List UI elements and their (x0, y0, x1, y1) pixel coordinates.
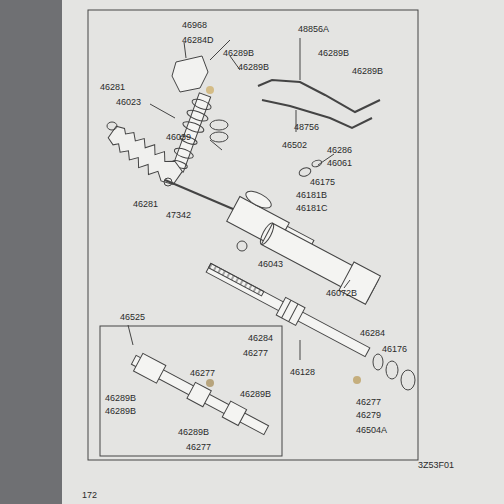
callout-number: 46289B (178, 427, 209, 437)
callout-number: 48756 (294, 122, 319, 132)
callout-number: 46072B (326, 288, 357, 298)
callout-number: 46284 (360, 328, 385, 338)
callout-number: 46023 (116, 97, 141, 107)
callout-number: 172 (82, 490, 97, 500)
callout-number: 46039 (166, 132, 191, 142)
callout-number: 46284 (248, 333, 273, 343)
callout-number: 46043 (258, 259, 283, 269)
callout-number: 46279 (356, 410, 381, 420)
callout-number: 46289B (105, 393, 136, 403)
callout-number: 46281 (100, 82, 125, 92)
callout-number: 46504A (356, 425, 387, 435)
callout-number: 46289B (318, 48, 349, 58)
callout-number: 46289B (105, 406, 136, 416)
callout-number: 46277 (243, 348, 268, 358)
callout-number: 46968 (182, 20, 207, 30)
callout-number: 47342 (166, 210, 191, 220)
callout-number: 46128 (290, 367, 315, 377)
callout-number: 46277 (190, 368, 215, 378)
callout-number: 46176 (382, 344, 407, 354)
callout-number: 46286 (327, 145, 352, 155)
callout-number: 46277 (186, 442, 211, 452)
callout-number: 46175 (310, 177, 335, 187)
callout-number: 46181B (296, 190, 327, 200)
callout-number: 46289B (238, 62, 269, 72)
callout-number: 3Z53F01 (418, 460, 454, 470)
callout-number: 46502 (282, 140, 307, 150)
callout-number: 46181C (296, 203, 328, 213)
callout-number: 46289B (223, 48, 254, 58)
callout-number: 48856A (298, 24, 329, 34)
callout-number: 46289B (352, 66, 383, 76)
callout-number: 46281 (133, 199, 158, 209)
callout-number: 46284D (182, 35, 214, 45)
callout-number: 46277 (356, 397, 381, 407)
callout-number: 46061 (327, 158, 352, 168)
callout-number: 46525 (120, 312, 145, 322)
callout-number: 46289B (240, 389, 271, 399)
